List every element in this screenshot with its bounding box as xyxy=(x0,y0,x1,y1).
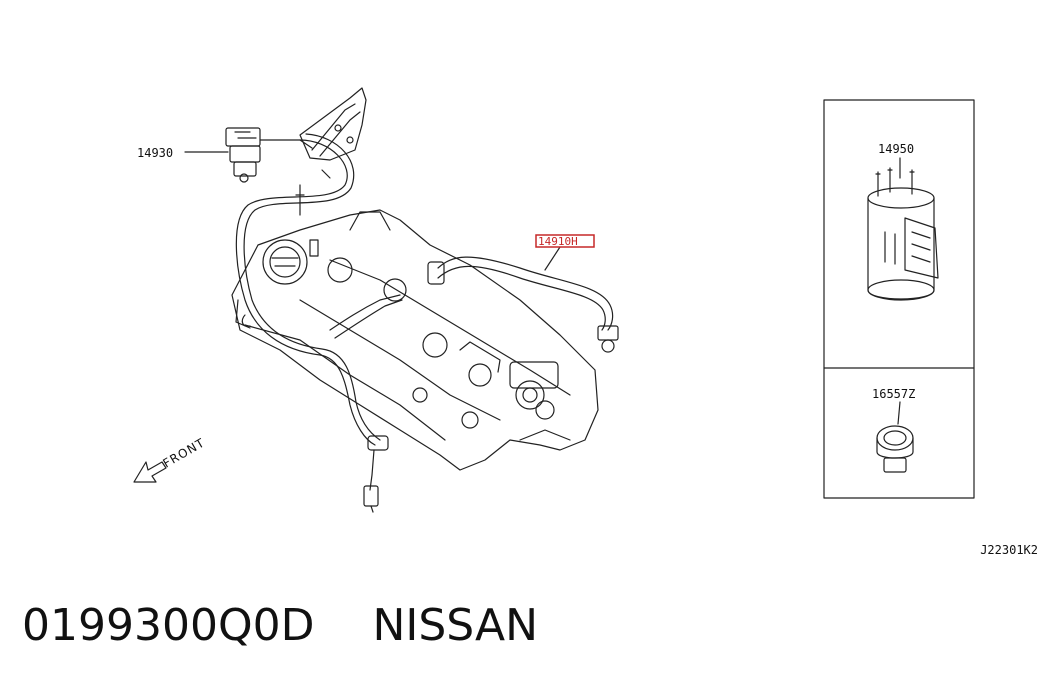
callout-16557z: 16557Z xyxy=(872,387,915,401)
purge-hose xyxy=(235,133,389,513)
engine-bracket xyxy=(299,87,367,161)
callout-14930: 14930 xyxy=(137,146,173,160)
cylinder-head xyxy=(231,209,599,471)
brand-name: NISSAN xyxy=(372,600,539,651)
callout-14910h: 14910H xyxy=(538,235,578,248)
inset-frame xyxy=(823,99,975,499)
purge-valve xyxy=(225,127,313,183)
front-arrow-icon xyxy=(133,461,167,483)
hose-clamp xyxy=(876,401,914,473)
callout-14950: 14950 xyxy=(878,142,914,156)
callout-highlight-box xyxy=(535,234,595,248)
diagram-reference-code: J22301K2 xyxy=(980,543,1038,557)
leader-line-14910h xyxy=(544,246,561,271)
charcoal-canister xyxy=(867,157,939,301)
pcv-hose-14910h xyxy=(427,256,619,353)
front-label: FRONT xyxy=(161,435,208,470)
part-number: 0199300Q0D xyxy=(22,600,315,651)
footer-caption: 0199300Q0D NISSAN xyxy=(22,600,538,651)
